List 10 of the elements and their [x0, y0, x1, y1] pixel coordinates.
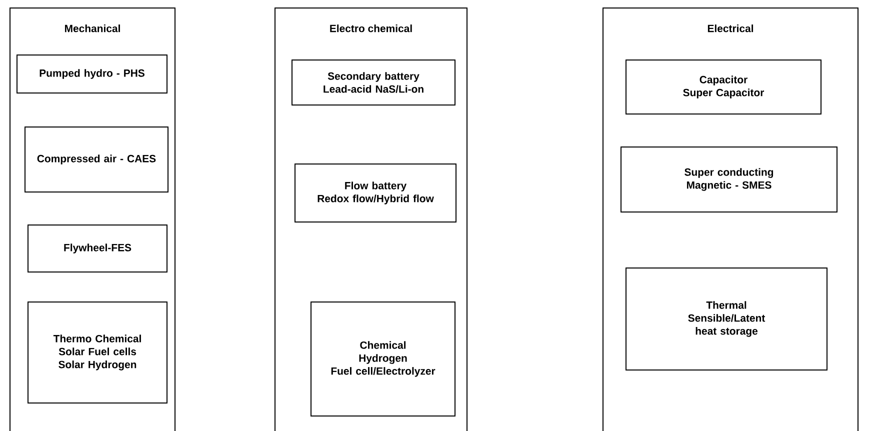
storage-box: Flywheel-FES [28, 224, 168, 272]
storage-box: Capacitor Super Capacitor [626, 60, 822, 114]
storage-box: Flow battery Redox flow/Hybrid flow [294, 164, 456, 222]
storage-box: Super conducting Magnetic - SMES [620, 146, 838, 212]
storage-box: Compressed air - CAES [24, 126, 168, 192]
storage-box: Thermal Sensible/Latent heat storage [626, 268, 828, 370]
storage-box: Thermo Chemical Solar Fuel cells Solar Hydrogen [28, 302, 168, 404]
storage-box: Chemical Hydrogen Fuel cell/Electrolyzer [310, 302, 456, 416]
storage-box: Secondary battery Lead-acid NaS/Li-on [292, 60, 456, 106]
storage-box: Pumped hydro - PHS [16, 54, 168, 94]
